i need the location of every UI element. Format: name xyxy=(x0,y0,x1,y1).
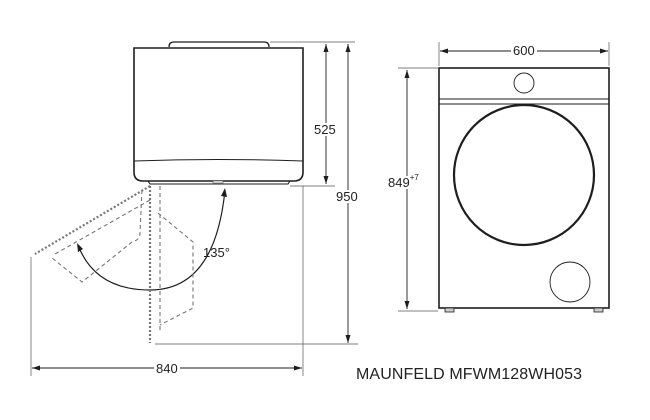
front-view xyxy=(398,42,610,313)
side-view xyxy=(30,41,358,376)
dim-label-525: 525 xyxy=(312,122,338,137)
lower-panel-line xyxy=(133,159,304,162)
open-door-ghosts xyxy=(34,185,194,343)
door-porthole xyxy=(452,103,596,247)
dim-label-950: 950 xyxy=(334,189,360,204)
front-body xyxy=(438,67,610,309)
top-lid xyxy=(168,41,270,48)
height-tolerance: +7 xyxy=(409,173,419,182)
dim-label-849: 849+7 xyxy=(386,173,421,190)
program-knob xyxy=(513,72,535,94)
door-swing-arc xyxy=(77,189,226,291)
dim-label-600: 600 xyxy=(511,43,537,58)
hinge-marker xyxy=(212,180,224,184)
foot-right xyxy=(593,307,604,313)
height-value: 849 xyxy=(388,175,410,190)
model-caption: MAUNFELD MFWM128WH053 xyxy=(356,366,583,383)
machine-body xyxy=(133,47,304,182)
dim-label-135-deg: 135° xyxy=(203,245,230,260)
dim-label-840: 840 xyxy=(154,361,180,376)
foot-left xyxy=(444,307,455,313)
base-plinth xyxy=(147,180,291,185)
filter-hatch xyxy=(549,261,591,303)
